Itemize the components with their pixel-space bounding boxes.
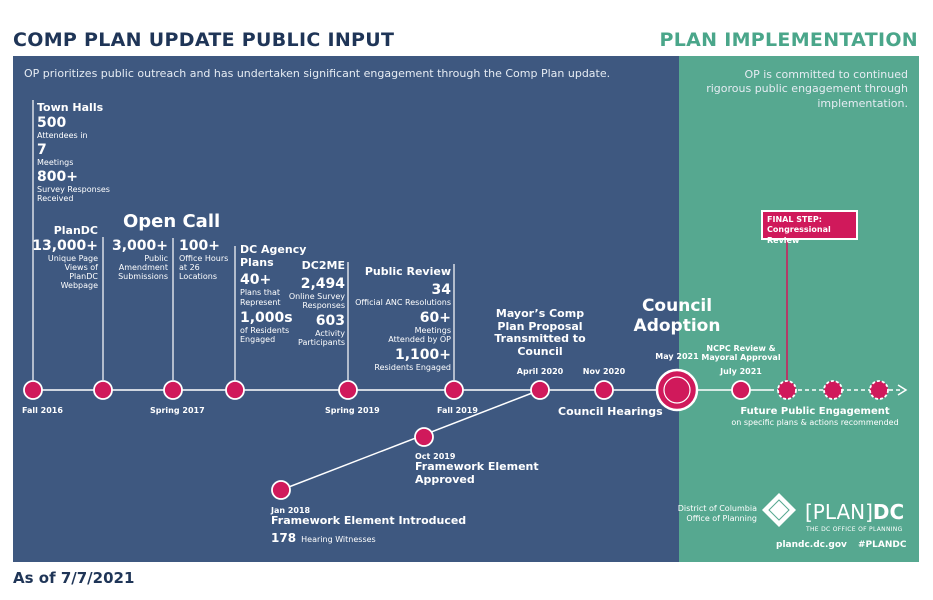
implementation-panel bbox=[679, 56, 919, 562]
node-spring-2019 bbox=[338, 380, 358, 400]
node-agency-plans bbox=[225, 380, 245, 400]
agency-plans-block: DC Agency Plans 40+ Plans that Represent… bbox=[240, 243, 307, 345]
april-2020-label: April 2020 bbox=[516, 367, 564, 376]
plandc-hashtag: #PLANDC bbox=[858, 540, 907, 550]
council-adoption-title: Council Adoption bbox=[633, 296, 721, 336]
plandc-block: PlanDC 13,000+ Unique Page Views of Plan… bbox=[32, 224, 98, 291]
dc2me-block: DC2ME 2,494 Online Survey Responses 603 … bbox=[288, 259, 345, 348]
node-oct-2019 bbox=[414, 427, 434, 447]
open-call-office-hours: 100+ Office Hours at 26 Locations bbox=[179, 238, 229, 282]
node-july-2021 bbox=[731, 380, 751, 400]
spring-2019-label: Spring 2019 bbox=[325, 406, 380, 415]
dc-map-icon bbox=[762, 493, 796, 527]
framework-approved-block: Oct 2019 Framework Element Approved bbox=[415, 452, 539, 486]
public-input-panel bbox=[13, 56, 679, 562]
final-step-box: FINAL STEP: Congressional Review bbox=[761, 210, 858, 245]
node-future-1 bbox=[823, 380, 843, 400]
ncpc-review-label: NCPC Review & Mayoral Approval bbox=[701, 344, 781, 363]
public-review-block: Public Review 34 Official ANC Resolution… bbox=[355, 265, 451, 373]
nov-2020-label: Nov 2020 bbox=[582, 367, 626, 376]
right-header-title: PLAN IMPLEMENTATION bbox=[659, 29, 918, 51]
node-jan-2018 bbox=[271, 480, 291, 500]
spring-2017-label: Spring 2017 bbox=[150, 406, 205, 415]
july-2021-label: July 2021 bbox=[720, 367, 762, 376]
future-engagement-block: Future Public Engagement on specific pla… bbox=[731, 406, 899, 427]
council-hearings-label: Council Hearings bbox=[558, 405, 663, 418]
fall-2019-label: Fall 2019 bbox=[437, 406, 478, 415]
may-2021-label: May 2021 bbox=[655, 352, 699, 361]
town-halls-block: Town Halls 500 Attendees in 7 Meetings 8… bbox=[37, 101, 110, 204]
open-call-title: Open Call bbox=[123, 211, 221, 232]
open-call-submissions: 3,000+ Public Amendment Submissions bbox=[111, 238, 168, 282]
left-intro-text: OP prioritizes public outreach and has u… bbox=[24, 67, 611, 80]
plandc-brand: [PLAN]DC bbox=[805, 500, 905, 524]
node-spring-2017 bbox=[163, 380, 183, 400]
as-of-date: As of 7/7/2021 bbox=[13, 569, 135, 587]
node-fall-2016 bbox=[23, 380, 43, 400]
node-plandc bbox=[93, 380, 113, 400]
plandc-url[interactable]: plandc.dc.gov bbox=[776, 540, 847, 550]
node-may-2021 bbox=[655, 368, 699, 412]
node-congressional-review bbox=[777, 380, 797, 400]
node-april-2020 bbox=[530, 380, 550, 400]
plandc-brand-subtitle: THE DC OFFICE OF PLANNING bbox=[806, 526, 903, 533]
fall-2016-label: Fall 2016 bbox=[22, 406, 63, 415]
mayor-proposal-block: Mayor’s Comp Plan Proposal Transmitted t… bbox=[494, 307, 586, 358]
left-header-title: COMP PLAN UPDATE PUBLIC INPUT bbox=[13, 29, 395, 51]
dc-office-name: District of Columbia Office of Planning bbox=[677, 504, 757, 523]
node-nov-2020 bbox=[594, 380, 614, 400]
node-fall-2019 bbox=[444, 380, 464, 400]
node-future-2 bbox=[869, 380, 889, 400]
framework-introduced-block: Jan 2018 Framework Element Introduced 17… bbox=[271, 506, 467, 545]
